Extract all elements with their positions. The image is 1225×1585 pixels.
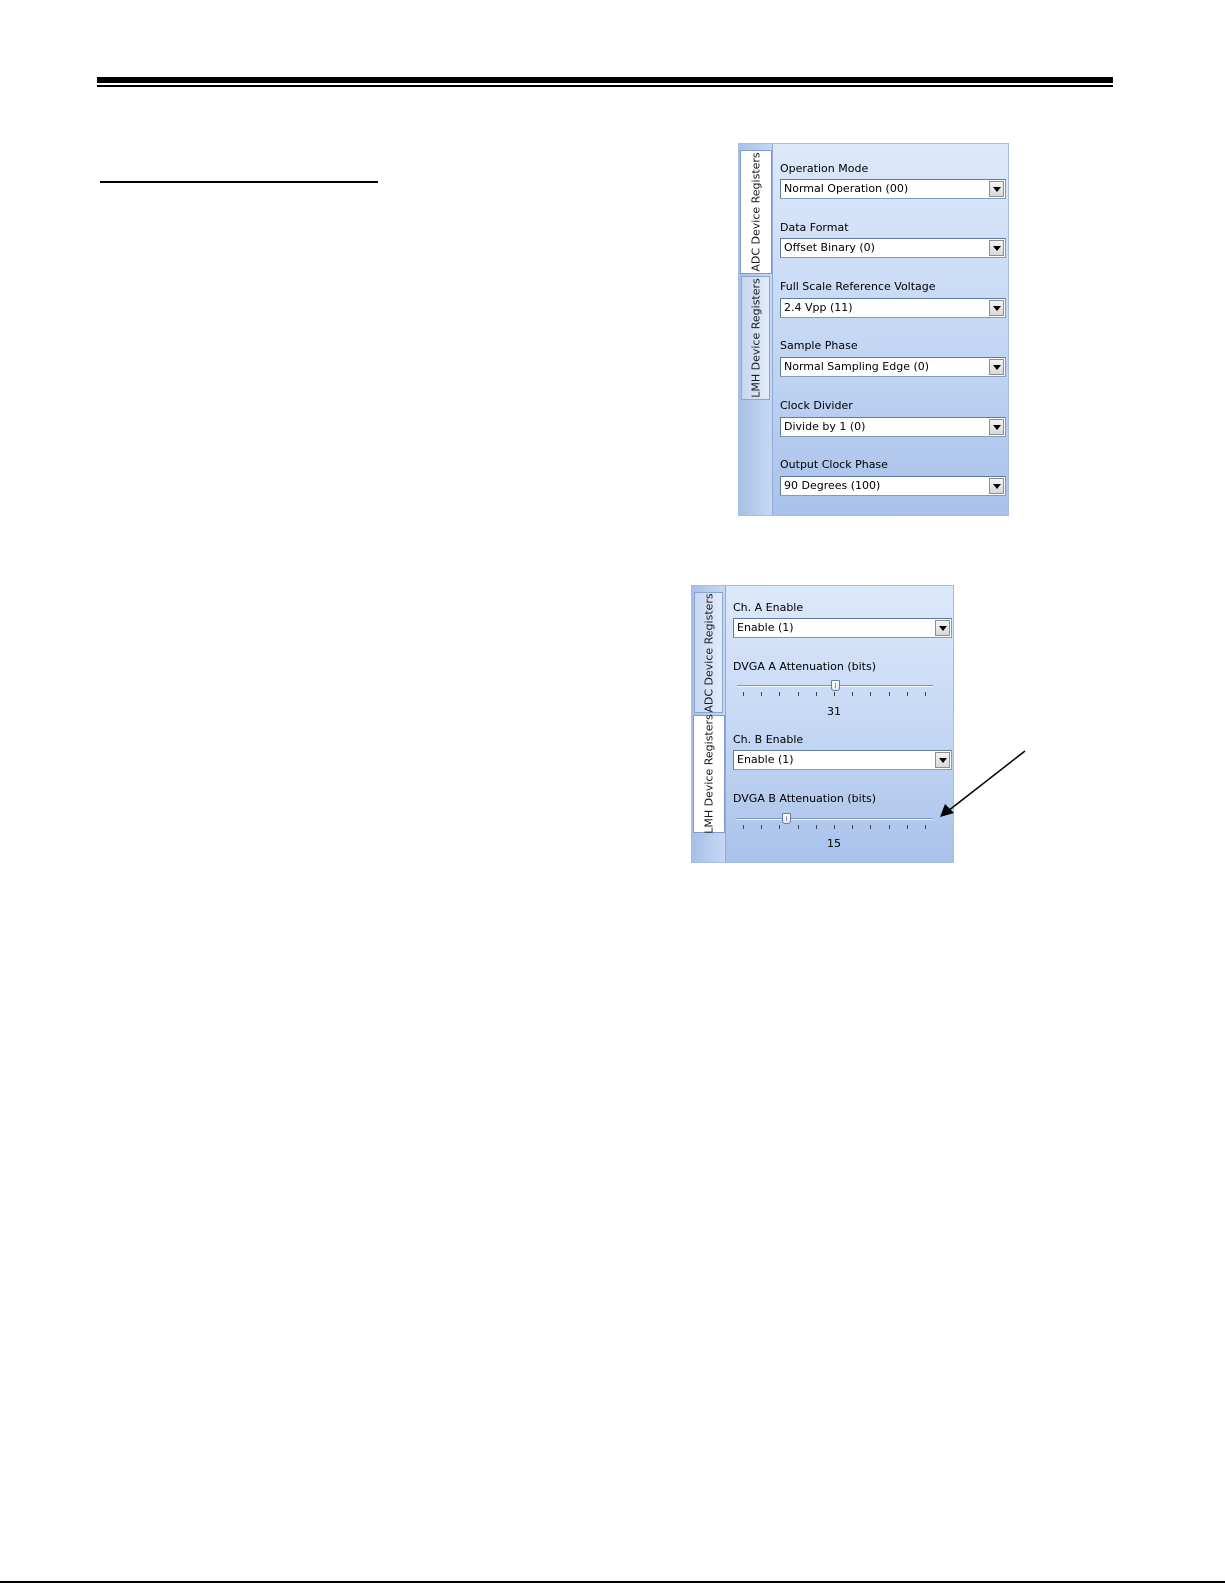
dvga-b-attenuation-label: DVGA B Attenuation (bits) xyxy=(733,792,877,805)
output-clock-phase-value: 90 Degrees (100) xyxy=(784,479,881,492)
slider-tick xyxy=(834,825,835,829)
chevron-down-icon[interactable] xyxy=(989,419,1004,435)
slider-tick xyxy=(852,692,854,696)
lmh-registers-panel: ADC Device Registers LMH Device Register… xyxy=(691,585,954,863)
slider-tick xyxy=(925,692,926,696)
slider-tick xyxy=(870,825,872,829)
slider-tick xyxy=(761,825,763,829)
output-clock-phase-select[interactable]: 90 Degrees (100) xyxy=(780,476,1006,496)
operation-mode-label: Operation Mode xyxy=(780,162,869,175)
footer-rule xyxy=(0,1581,1225,1583)
slider-tick xyxy=(888,825,890,829)
tab-label: ADC Device Registers xyxy=(702,592,715,713)
slider-tick xyxy=(870,692,872,696)
data-format-value: Offset Binary (0) xyxy=(784,241,875,254)
tab-label: ADC Device Registers xyxy=(749,152,763,272)
callout-arrow-icon xyxy=(940,750,1026,817)
slider-tick xyxy=(834,692,835,696)
slider-tick xyxy=(815,692,817,696)
full-scale-reference-voltage-label: Full Scale Reference Voltage xyxy=(780,280,936,293)
slider-tick xyxy=(906,825,908,829)
slider-tick xyxy=(815,825,817,829)
slider-tick xyxy=(743,825,744,829)
slider-tick xyxy=(852,825,854,829)
output-clock-phase-label: Output Clock Phase xyxy=(780,458,888,471)
slider-thumb[interactable] xyxy=(782,813,791,824)
chevron-down-icon[interactable] xyxy=(989,240,1004,256)
operation-mode-value: Normal Operation (00) xyxy=(784,182,909,195)
dvga-a-attenuation-value: 31 xyxy=(827,705,841,718)
slider-tick xyxy=(906,692,908,696)
adc-registers-panel: ADC Device Registers LMH Device Register… xyxy=(738,143,1009,516)
tab-lmh-device-registers[interactable]: LMH Device Registers xyxy=(693,714,725,834)
dvga-b-attenuation-slider[interactable] xyxy=(737,813,933,843)
slider-tick xyxy=(925,825,926,829)
ch-a-enable-label: Ch. A Enable xyxy=(733,601,804,614)
ch-b-enable-value: Enable (1) xyxy=(737,753,794,766)
tab-adc-device-registers[interactable]: ADC Device Registers xyxy=(694,592,723,713)
chevron-down-icon[interactable] xyxy=(989,181,1004,197)
data-format-label: Data Format xyxy=(780,221,849,234)
slider-track xyxy=(737,818,933,820)
data-format-select[interactable]: Offset Binary (0) xyxy=(780,238,1006,258)
dvga-b-attenuation-value: 15 xyxy=(827,837,841,850)
sample-phase-label: Sample Phase xyxy=(780,339,858,352)
ch-a-enable-select[interactable]: Enable (1) xyxy=(733,618,952,638)
full-scale-reference-voltage-value: 2.4 Vpp (11) xyxy=(784,301,853,314)
chevron-down-icon[interactable] xyxy=(989,478,1004,494)
chevron-down-icon[interactable] xyxy=(935,620,950,636)
chevron-down-icon[interactable] xyxy=(935,752,950,768)
slider-tick xyxy=(779,692,781,696)
slider-tick xyxy=(797,825,799,829)
ch-b-enable-label: Ch. B Enable xyxy=(733,733,804,746)
chevron-down-icon[interactable] xyxy=(989,359,1004,375)
vertical-tab-strip: ADC Device Registers LMH Device Register… xyxy=(739,144,773,515)
clock-divider-value: Divide by 1 (0) xyxy=(784,420,866,433)
header-rule-thin xyxy=(97,85,1113,87)
slider-tick xyxy=(888,692,890,696)
operation-mode-select[interactable]: Normal Operation (00) xyxy=(780,179,1006,199)
slider-tick xyxy=(761,692,763,696)
slider-tick xyxy=(797,692,799,696)
ch-a-enable-value: Enable (1) xyxy=(737,621,794,634)
dvga-a-attenuation-slider[interactable] xyxy=(737,680,933,710)
full-scale-reference-voltage-select[interactable]: 2.4 Vpp (11) xyxy=(780,298,1006,318)
sample-phase-select[interactable]: Normal Sampling Edge (0) xyxy=(780,357,1006,377)
clock-divider-label: Clock Divider xyxy=(780,399,853,412)
header-rule-thick xyxy=(97,77,1113,83)
tab-label: LMH Device Registers xyxy=(749,278,762,398)
ch-b-enable-select[interactable]: Enable (1) xyxy=(733,750,952,770)
tab-adc-device-registers[interactable]: ADC Device Registers xyxy=(740,150,772,274)
slider-tick xyxy=(779,825,781,829)
tab-lmh-device-registers[interactable]: LMH Device Registers xyxy=(741,276,770,400)
clock-divider-select[interactable]: Divide by 1 (0) xyxy=(780,417,1006,437)
vertical-tab-strip: ADC Device Registers LMH Device Register… xyxy=(692,586,726,862)
slider-thumb[interactable] xyxy=(831,680,840,691)
slider-tick xyxy=(743,692,744,696)
section-heading-underline xyxy=(100,181,378,183)
chevron-down-icon[interactable] xyxy=(989,300,1004,316)
tab-label: LMH Device Registers xyxy=(702,714,716,834)
dvga-a-attenuation-label: DVGA A Attenuation (bits) xyxy=(733,660,877,673)
sample-phase-value: Normal Sampling Edge (0) xyxy=(784,360,930,373)
